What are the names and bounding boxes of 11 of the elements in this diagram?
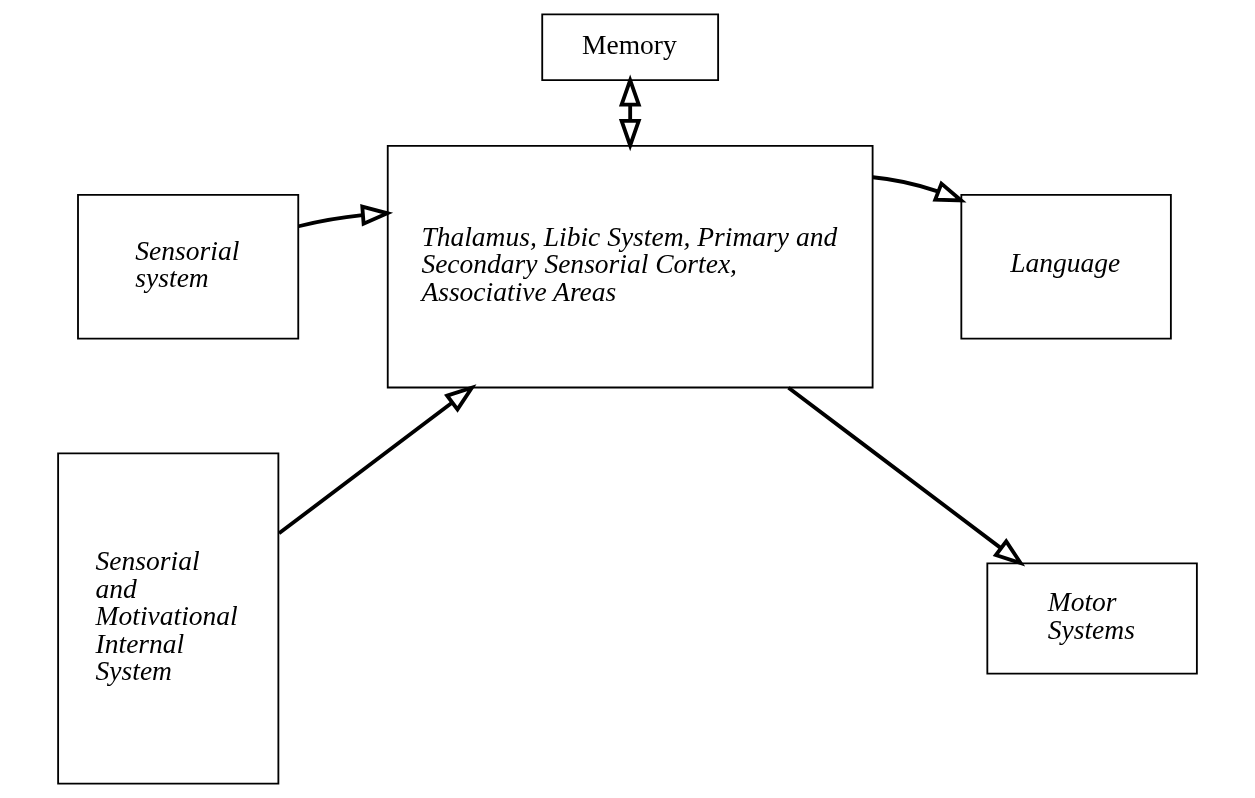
arrow: [872, 175, 967, 203]
arrow: [787, 386, 1026, 567]
arrow: [618, 74, 642, 152]
arrow: [298, 204, 394, 229]
node-box: Language: [960, 193, 1172, 340]
node-box: Motor Systems: [986, 562, 1198, 675]
node-box: Sensorial system: [77, 193, 300, 340]
node-box: Memory: [541, 13, 720, 81]
arrow: [277, 384, 477, 535]
node-box: Thalamus, Libic System, Primary and Secondary Sensorial Cortex, Associative Areas: [386, 144, 874, 389]
node-box: Sensorial and Motivational Internal System: [57, 452, 280, 785]
